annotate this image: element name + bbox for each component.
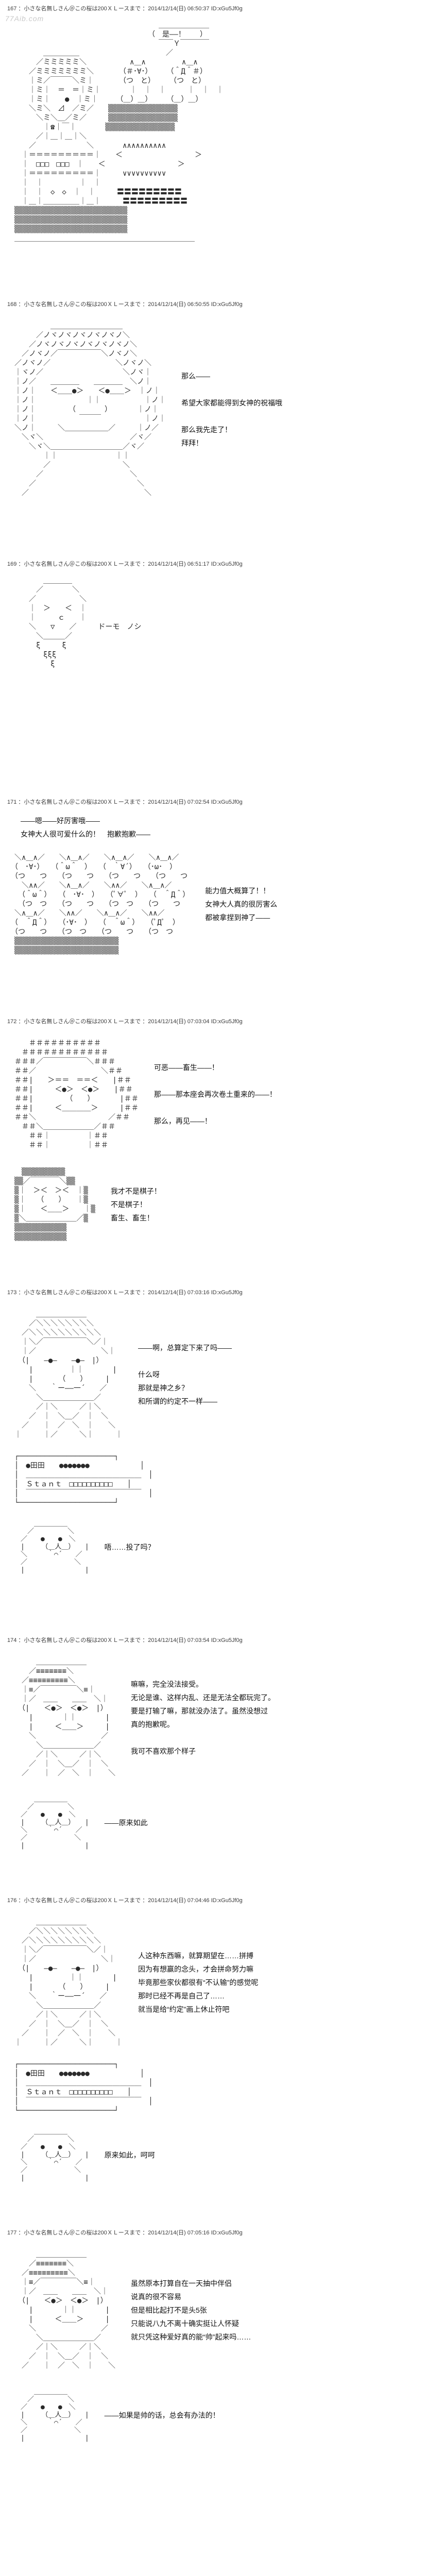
aa-dialogue-row: ＿＿＿＿＿ ／ ＼ ／ ● ● ＼ | （＿人＿） | ＼ ｀⌒´ ／ ／ ＼ …: [7, 2123, 436, 2187]
aa-dialogue-row: ＿＿＿＿＿ ／ ＼ ／ ● ● ＼ | （＿人＿） | ＼ ｀⌒´ ／ ／ ＼ …: [7, 1515, 436, 1579]
post-header: 171 ：小さな名無しさん＠この桜は200ＸＬースまで ：2014/12/14(…: [7, 799, 243, 805]
post-header: 168 ：小さな名無しさん＠この桜は200ＸＬースまで ：2014/12/14(…: [7, 301, 243, 308]
ascii-art-man: ＿＿＿＿＿＿＿ ／＼＼＼＼＼＼＼＼ ／＼＼＼＼＼＼＼＼＼＼ ｜＼／￣￣￣￣￣￣＼…: [14, 1310, 123, 1439]
dialogue-text: 那么—— 希望大家都能得到女神的祝福哦 那么我先走了！ 拜拜！: [181, 372, 282, 447]
ascii-art-crowd: ＼∧＿∧／ ＼∧＿∧／ ＼∧＿∧／ ＼∧＿∧／ （ ･∀･） （＾ω＾ ） （ …: [14, 854, 190, 955]
dialogue-text: 虽然原本打算自在一天抽中伴侣 说真的很不容易 但是相比起打不是头5张 只能说八九…: [131, 2279, 251, 2341]
ascii-art-yaruo-face: ＿＿＿＿＿ ／ ＼ ／ ● ● ＼ | （＿人＿） | ＼ ｀⌒´ ／ ／ ＼ …: [21, 2128, 89, 2182]
post-header: 174 ：小さな名無しさん＠この桜は200ＸＬースまで ：2014/12/14(…: [7, 1637, 243, 1643]
dialogue-text: 人这种东西嘛，就算期望在……拼搏 因为有想赢的念头，才会拼命努力嘛 毕竟那些家伙…: [138, 1952, 259, 2013]
ascii-art-status-window: ┌──────────────────────┐ │ ●田田 ●●●●●●● │…: [14, 1452, 153, 1507]
post-header: 172 ：小さな名無しさん＠この桜は200ＸＬースまで ：2014/12/14(…: [7, 1019, 243, 1025]
aa-dialogue-row: ▒▒▒▒▒▒▒▒▒▒ ▒▒／￣￣￣￣＼▒▒ ▒｜ ＞＜ ＞＜ ｜▒ ▒｜ （ ）…: [7, 1162, 436, 1247]
post-167: 167 ：小さな名無しさん＠この桜は200ＸＬースまで ：2014/12/14(…: [7, 4, 436, 243]
site-watermark: 77Aib.com: [5, 14, 44, 23]
post-header: 176 ：小さな名無しさん＠この桜は200ＸＬースまで ：2014/12/14(…: [7, 1897, 243, 1904]
aa-dialogue-row: ＿＿＿＿＿＿＿ ／＼＼＼＼＼＼＼＼ ／＼＼＼＼＼＼＼＼＼＼ ｜＼／￣￣￣￣￣￣＼…: [7, 1304, 436, 1445]
aa-dialogue-row: ＃＃＃＃＃＃＃＃＃＃ ＃＃＃＃＃＃＃＃＃＃＃＃ ＃＃＃／￣￣￣￣￣￣＼＃＃＃ ＃…: [7, 1033, 436, 1155]
ascii-art-man: ＿＿＿＿＿＿＿ ／＼＼＼＼＼＼＼＼ ／＼＼＼＼＼＼＼＼＼＼ ｜＼／￣￣￣￣￣￣＼…: [14, 1918, 123, 2047]
post-169: 169 ：小さな名無しさん＠この桜は200ＸＬースまで ：2014/12/14(…: [7, 560, 436, 669]
dialogue-text: ——原来如此: [104, 1818, 148, 1827]
aa-dialogue-row: ＿＿＿＿＿＿＿＿＿＿ ／ノヾノヾノヾノヾノヾノ＼ ／ノヾノヾノヾノヾノヾノヾノ＼…: [7, 316, 436, 503]
post-header: 167 ：小さな名無しさん＠この桜は200ＸＬースまで ：2014/12/14(…: [7, 6, 243, 12]
dialogue-intro: ——嗯——好厉害哦—— 女神大人很可爱什么的！ 抱歉抱歉——: [21, 817, 150, 838]
dialogue-text: 唔……投了吗？: [104, 1543, 155, 1551]
dialogue-text: 能力值大概算了！！ 女神大人真的很厉害么 都被拿捏到神了——: [205, 887, 278, 922]
post-173: 173 ：小さな名無しさん＠この桜は200ＸＬースまで ：2014/12/14(…: [7, 1288, 436, 1579]
post-176: 176 ：小さな名無しさん＠この桜は200ＸＬースまで ：2014/12/14(…: [7, 1896, 436, 2187]
ascii-art-villain-2: ▒▒▒▒▒▒▒▒▒▒ ▒▒／￣￣￣￣＼▒▒ ▒｜ ＞＜ ＞＜ ｜▒ ▒｜ （ ）…: [14, 1168, 95, 1241]
ascii-art-status-window: ┌──────────────────────┐ │ ●田田 ●●●●●●● │…: [14, 2060, 153, 2115]
ascii-art-face-closeup: ＿＿＿＿＿＿＿＿＿＿ ／ノヾノヾノヾノヾノヾノ＼ ／ノヾノヾノヾノヾノヾノヾノ＼…: [14, 322, 166, 497]
ascii-art-villain: ＃＃＃＃＃＃＃＃＃＃ ＃＃＃＃＃＃＃＃＃＃＃＃ ＃＃＃／￣￣￣￣￣￣＼＃＃＃ ＃…: [14, 1039, 139, 1149]
aa-dialogue-row: ＿＿＿＿＿＿＿ ／≡≡≡≡≡≡≡＼ ／≡≡≡≡≡≡≡≡≡＼ ｜≡／￣￣￣￣￣＼≡…: [7, 1652, 436, 1783]
dialogue-text: 嘛嘛，完全没法接受。 无论是谁、这样内乱、还是无法全都玩完了。 要是打输了嘛，那…: [131, 1680, 275, 1755]
dialogue-text: ——啊，总算定下来了吗—— 什么呀 那就是神之乡？ 和所谓的约定不一样——: [138, 1344, 232, 1405]
aa-dialogue-row: ＼∧＿∧／ ＼∧＿∧／ ＼∧＿∧／ ＼∧＿∧／ （ ･∀･） （＾ω＾ ） （ …: [7, 848, 436, 960]
ascii-art-yaruo-face: ＿＿＿＿＿ ／ ＼ ／ ● ● ＼ | （＿人＿） | ＼ ｀⌒´ ／ ／ ＼ …: [21, 1520, 89, 1574]
aa-dialogue-row: ＿＿＿＿＿ ／ ＼ ／ ● ● ＼ | （＿人＿） | ＼ ｀⌒´ ／ ／ ＼ …: [7, 2383, 436, 2447]
aa-dialogue-row: ＿＿＿＿＿＿＿ ／≡≡≡≡≡≡≡＼ ／≡≡≡≡≡≡≡≡≡＼ ｜≡／￣￣￣￣￣＼≡…: [7, 2245, 436, 2376]
post-171: 171 ：小さな名無しさん＠この桜は200ＸＬースまで ：2014/12/14(…: [7, 798, 436, 960]
post-174: 174 ：小さな名無しさん＠この桜は200ＸＬースまで ：2014/12/14(…: [7, 1636, 436, 1855]
ascii-art-doodle: ＿＿＿＿ ／ ＼ ／ ＼ ｜ ＞ ＜ ｜ ｜ ｃ ｜ ＼ ▽ ／ ドーモ ノシ …: [28, 577, 142, 668]
aa-dialogue-row: ＿＿＿＿＿ ／ ＼ ／ ● ● ＼ | （＿人＿） | ＼ ｀⌒´ ／ ／ ＼ …: [7, 1790, 436, 1855]
dialogue-text: 我才不是棋子！ 不是棋子！ 畜生、畜生！: [110, 1187, 161, 1222]
dialogue-text: 可恶——畜生——！ 那——那本座会再次卷土重来的——！ 那么，再见——！: [154, 1063, 277, 1125]
ascii-art-yaruo-face: ＿＿＿＿＿ ／ ＼ ／ ● ● ＼ | （＿人＿） | ＼ ｀⌒´ ／ ／ ＼ …: [21, 1795, 89, 1850]
dialogue-text: ——如果是帅的话，总会有办法的！: [104, 2411, 220, 2419]
post-168: 168 ：小さな名無しさん＠この桜は200ＸＬースまで ：2014/12/14(…: [7, 300, 436, 503]
post-header: 169 ：小さな名無しさん＠この桜は200ＸＬースまで ：2014/12/14(…: [7, 561, 243, 567]
post-header: 173 ：小さな名無しさん＠この桜は200ＸＬースまで ：2014/12/14(…: [7, 1290, 243, 1296]
post-172: 172 ：小さな名無しさん＠この桜は200ＸＬースまで ：2014/12/14(…: [7, 1017, 436, 1247]
post-177: 177 ：小さな名無しさん＠この桜は200ＸＬースまで ：2014/12/14(…: [7, 2228, 436, 2447]
dialogue-text: 原来如此，呵呵: [104, 2150, 155, 2159]
ascii-art-scene: ＿＿＿＿＿＿＿ （ 是——！ ） ￣￣Ｙ￣￣￣￣ ＿＿＿＿＿ ／ ／ミミミミミ＼…: [14, 21, 224, 243]
ascii-art-yaruo-face: ＿＿＿＿＿ ／ ＼ ／ ● ● ＼ | （＿人＿） | ＼ ｀⌒´ ／ ／ ＼ …: [21, 2388, 89, 2442]
post-header: 177 ：小さな名無しさん＠この桜は200ＸＬースまで ：2014/12/14(…: [7, 2230, 243, 2236]
ascii-art-man: ＿＿＿＿＿＿＿ ／≡≡≡≡≡≡≡＼ ／≡≡≡≡≡≡≡≡≡＼ ｜≡／￣￣￣￣￣＼≡…: [21, 2250, 115, 2370]
aa-dialogue-row: ＿＿＿＿＿＿＿ ／＼＼＼＼＼＼＼＼ ／＼＼＼＼＼＼＼＼＼＼ ｜＼／￣￣￣￣￣￣＼…: [7, 1912, 436, 2053]
ascii-art-man: ＿＿＿＿＿＿＿ ／≡≡≡≡≡≡≡＼ ／≡≡≡≡≡≡≡≡≡＼ ｜≡／￣￣￣￣￣＼≡…: [21, 1658, 115, 1777]
